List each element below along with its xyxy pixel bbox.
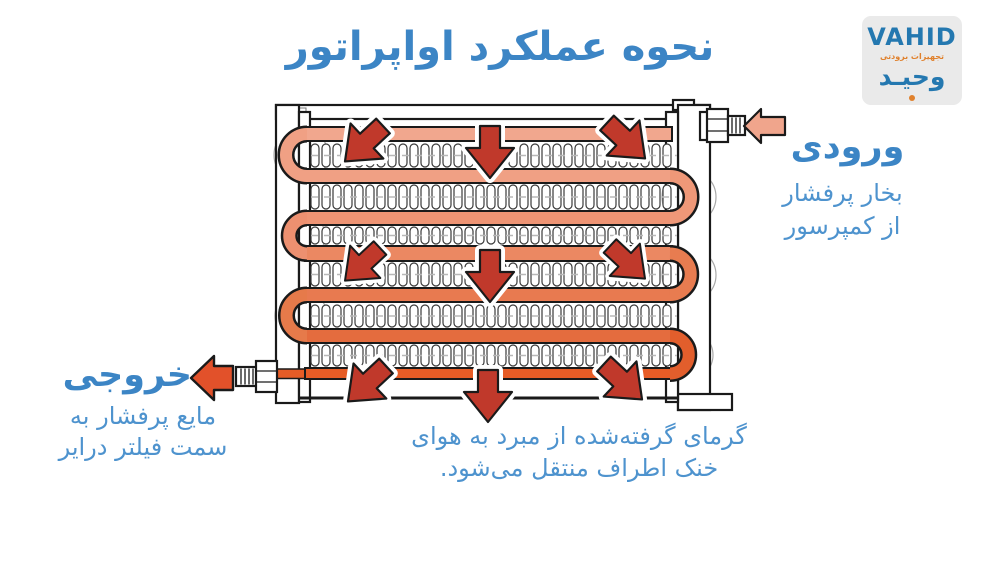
outlet-desc-line1: مایع پرفشار به [69, 402, 217, 430]
page-title: نحوه عملکرد اواپراتور [285, 24, 715, 70]
outlet-flow-arrow [189, 354, 235, 402]
airflow-arrows [329, 105, 662, 422]
logo-persian-text: وحیـد [878, 62, 946, 92]
caption-line2: خنک اطراف منتقل می‌شود. [439, 454, 719, 482]
outlet-fitting [234, 359, 279, 394]
inlet-flow-arrow [742, 107, 787, 145]
logo-tagline: تجهیزات برودتی [879, 52, 944, 61]
outlet-label: خروجی [62, 355, 192, 395]
inlet-desc-line1: بخار پرفشار [782, 179, 903, 207]
inlet-desc-line2: از کمپرسور [784, 212, 901, 240]
outlet-desc-line2: سمت فیلتر درایر [58, 433, 228, 461]
logo-orange-dot [909, 95, 915, 101]
logo-latin-text: VAHID [867, 23, 957, 51]
caption-line1: گرمای گرفته‌شده از مبرد به هوای [411, 422, 747, 450]
outlet-tube-stub [273, 368, 309, 380]
inlet-label: ورودی [790, 127, 905, 167]
inlet-description: بخار پرفشار از کمپرسور [750, 177, 935, 243]
inlet-fitting [698, 107, 747, 144]
heat-transfer-caption: گرمای گرفته‌شده از مبرد به هوای خنک اطرا… [398, 420, 760, 484]
vahid-logo: VAHID تجهیزات برودتی وحیـد [862, 16, 962, 105]
coil-u-bends [277, 125, 700, 382]
outlet-description: مایع پرفشار به سمت فیلتر درایر [38, 401, 248, 463]
